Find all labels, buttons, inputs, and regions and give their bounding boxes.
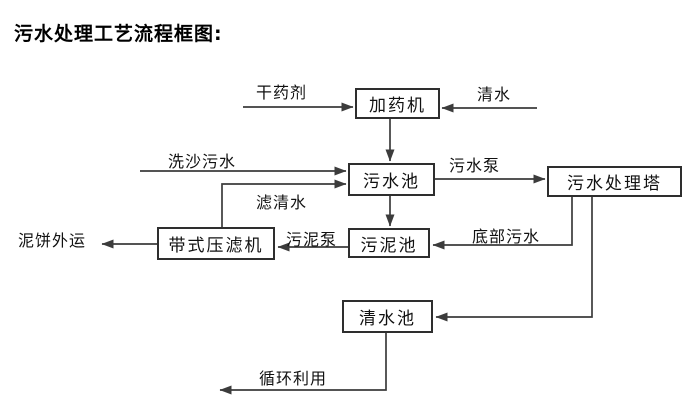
- node-sewage-treatment-tower: 污水处理塔: [547, 166, 682, 197]
- arrow-filtered-water-to-sewage-pool: [221, 179, 347, 227]
- arrow-treatment-tower-to-clean-water-pool: [435, 197, 593, 322]
- page-title: 污水处理工艺流程框图:: [14, 23, 223, 45]
- node-belt-filter-press: 带式压滤机: [157, 227, 275, 260]
- node-sewage-pool: 污水池: [348, 163, 435, 196]
- flow-label-sand-washing-sewage: 洗沙污水: [168, 152, 237, 171]
- flow-label-dry-agent: 干药剂: [256, 83, 308, 102]
- node-clean-water-pool: 清水池: [342, 300, 433, 333]
- arrow-bottom-sewage-to-sludge-pool: [432, 197, 573, 250]
- node-sludge-pool: 污泥池: [348, 228, 430, 258]
- flow-label-mud-cake-out: 泥饼外运: [18, 231, 87, 250]
- flow-label-recycling: 循环利用: [259, 369, 328, 388]
- arrow-recycling-out: [219, 333, 387, 395]
- flow-label-sewage-pump: 污水泵: [449, 156, 501, 175]
- flow-label-clean-water: 清水: [477, 85, 512, 104]
- flow-label-bottom-sewage: 底部污水: [472, 227, 541, 246]
- flow-label-filtered-water: 滤清水: [256, 193, 308, 212]
- node-dosing-machine: 加药机: [355, 88, 440, 119]
- flow-label-sludge-pump: 污泥泵: [286, 230, 338, 249]
